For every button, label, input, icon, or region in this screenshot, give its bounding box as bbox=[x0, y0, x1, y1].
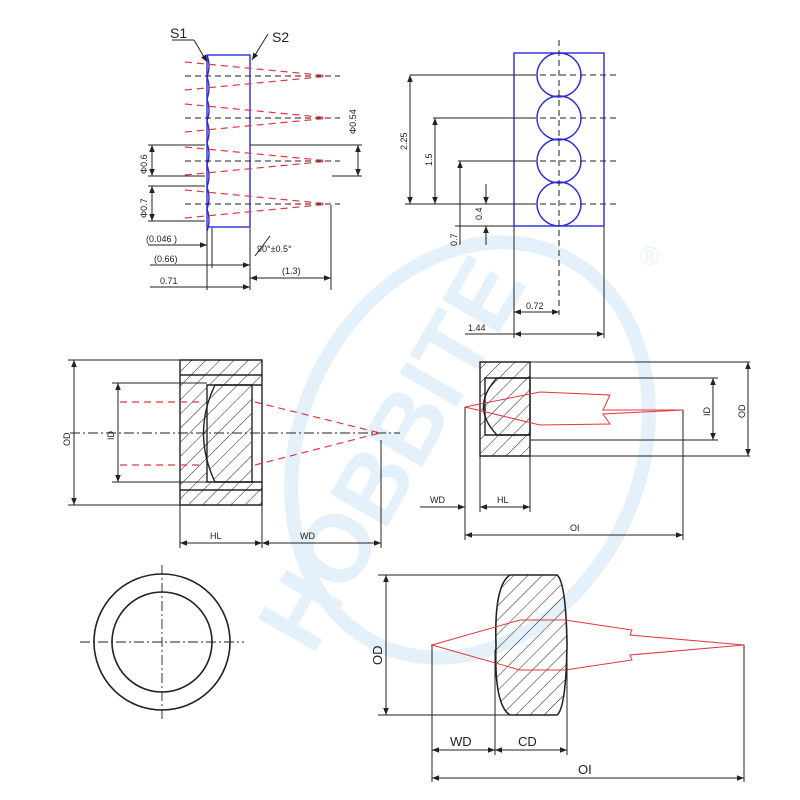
id-label: ID bbox=[106, 430, 116, 440]
dimension-13-label: (1.3) bbox=[282, 266, 301, 276]
incoming-rays bbox=[120, 401, 200, 466]
hl-label: HL bbox=[210, 531, 222, 541]
sag-label: (0.046 ) bbox=[146, 234, 177, 244]
pitch-diameter-label: Φ0.54 bbox=[348, 109, 358, 134]
optical-rays bbox=[430, 619, 745, 671]
dimension-066-label: (0.66) bbox=[154, 254, 178, 264]
s1-lens-surface bbox=[206, 54, 210, 232]
holder-edges bbox=[180, 374, 262, 491]
fig2-array-front-view: 2.25 1.5 0.7 0.4 0.72 1.44 bbox=[399, 40, 618, 338]
watermark-registered-mark: ® bbox=[640, 241, 659, 271]
diameter-07-label: Φ0.7 bbox=[139, 198, 149, 218]
hl-label: HL bbox=[497, 495, 509, 505]
wd-label: WD bbox=[450, 734, 472, 749]
fig5-end-view bbox=[80, 565, 244, 720]
wd-label: WD bbox=[300, 531, 315, 541]
holder-extension bbox=[480, 361, 750, 457]
fig3-lens-holder-left: OD ID HL WD bbox=[62, 359, 400, 548]
s2-leader bbox=[251, 33, 269, 61]
angle-label: 90°±0.5° bbox=[257, 244, 292, 254]
watermark: HOBBITE ® bbox=[238, 235, 659, 668]
watermark-swoosh bbox=[284, 235, 656, 665]
optical-rays bbox=[184, 61, 331, 219]
oi-label: OI bbox=[570, 523, 580, 533]
s1-leader bbox=[193, 39, 208, 63]
od-label: OD bbox=[737, 404, 747, 418]
s1-label: S1 bbox=[170, 25, 187, 41]
dimension-144-label: 1.44 bbox=[468, 323, 486, 333]
dimension-225-label: 2.25 bbox=[399, 132, 409, 150]
od-label: OD bbox=[62, 432, 72, 446]
oi-label: OI bbox=[578, 762, 592, 777]
dimension-15-label: 1.5 bbox=[424, 153, 434, 166]
dimension-072-label: 0.72 bbox=[526, 301, 544, 311]
lens-element-hatched bbox=[202, 384, 253, 483]
cd-label: CD bbox=[518, 734, 537, 749]
focused-rays bbox=[254, 401, 381, 466]
dimension-071-label: 0.71 bbox=[160, 276, 178, 286]
fig4-lens-holder-right: ID OD WD HL OI bbox=[420, 361, 751, 540]
lens-element-hatched bbox=[482, 377, 531, 436]
fig6-single-lens: OD WD CD OI bbox=[370, 574, 745, 782]
lens-body-hatched bbox=[494, 574, 568, 716]
s2-label: S2 bbox=[272, 29, 289, 45]
od-label: OD bbox=[370, 646, 385, 666]
diameter-06-label: Φ0.6 bbox=[139, 154, 149, 174]
wd-label: WD bbox=[430, 495, 445, 505]
dimension-07-label: 0.7 bbox=[449, 233, 459, 246]
id-label: ID bbox=[702, 406, 712, 416]
array-plate-outline bbox=[206, 54, 251, 228]
dimension-04-label: 0.4 bbox=[474, 207, 484, 220]
angle-leader bbox=[254, 235, 271, 257]
fig1-array-side-view: S1 S2 Φ0.54 Φ0.6 Φ0.7 (0.046 ) (0.66) 0.… bbox=[139, 25, 362, 290]
